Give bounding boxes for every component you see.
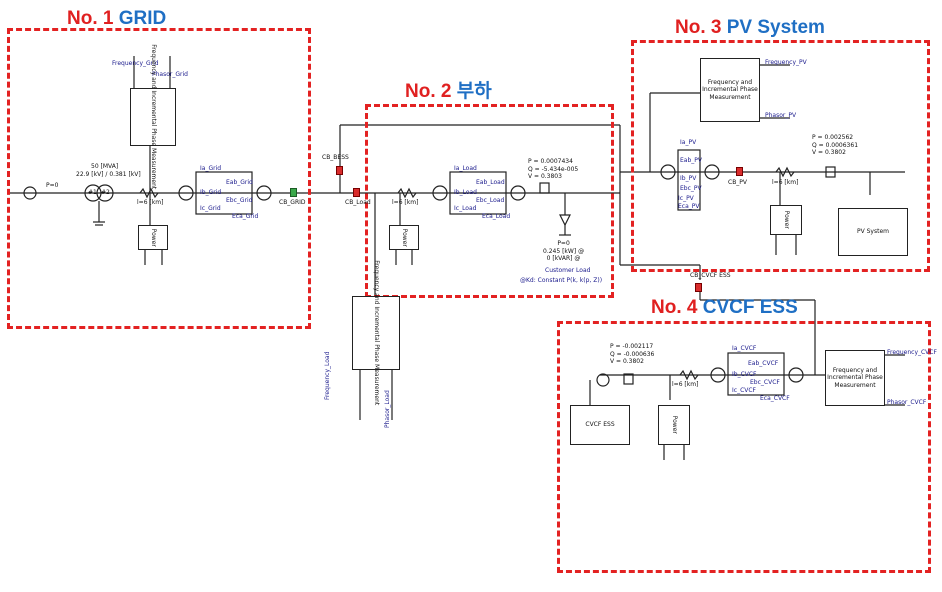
load-eab: Eab_Load [476, 179, 505, 186]
grid-measurement-block[interactable]: Frequency and Incremental Phase Measurem… [130, 45, 176, 189]
pv-phasor-label: Phasor_PV [765, 112, 797, 119]
load-pq-readout: P = 0.0007434 Q = -5.434e-005 V = 0.3803 [528, 158, 579, 180]
pv-power-block[interactable]: Power [770, 205, 802, 235]
grid-breaker[interactable] [290, 188, 297, 197]
grid-freq-meter-label: Frequency_Grid [112, 60, 159, 67]
load-breaker-label: CB_Load [345, 199, 371, 206]
grid-transformer-voltage: 22.9 [kV] / 0.381 [kV] [76, 171, 141, 178]
load-name: 부하 [456, 81, 492, 102]
load-line-label: l=6 [km] [392, 199, 419, 206]
section-ess-box [557, 321, 931, 573]
ess-power-block[interactable]: Power [658, 405, 690, 445]
load-eca: Eca_Load [482, 213, 511, 220]
load-bess-breaker[interactable] [336, 166, 343, 175]
load-bess-breaker-label: CB_BESS [322, 154, 349, 161]
ess-ib: Ib_CVCF [732, 371, 757, 378]
ess-ebc: Ebc_CVCF [750, 379, 780, 386]
pv-eab: Eab_PV [680, 157, 702, 164]
grid-name: GRID [118, 8, 167, 29]
ess-freq-meter-label: Frequency_CVCF [887, 349, 937, 356]
grid-ebc: Ebc_Grid [226, 197, 253, 204]
grid-transformer-rating: 50 [MVA] [91, 163, 119, 170]
pv-ia: Ia_PV [680, 139, 697, 146]
grid-phasor-label: Phasor_Grid [152, 71, 188, 78]
ess-ic: Ic_CVCF [732, 387, 757, 394]
ess-pq-readout: P = -0.002117 Q = -0.000636 V = 0.3802 [610, 343, 655, 365]
pv-ic: Ic_PV [678, 195, 694, 202]
pv-eca: Eca_PV [678, 203, 700, 210]
grid-eca: Eca_Grid [232, 213, 259, 220]
grid-power-block[interactable]: Power [138, 225, 168, 250]
grid-breaker-label: CB_GRID [279, 199, 306, 206]
ess-measurement-block[interactable]: Frequency and Incremental Phase Measurem… [825, 350, 885, 406]
load-number: No. 2 [405, 81, 452, 102]
pv-line-label: l=6 [km] [772, 179, 799, 186]
load-phasor-label: Phasor_Load [384, 390, 391, 428]
ess-breaker-label: CB_CVCF ESS [690, 272, 731, 279]
load-customer-label: Customer Load [545, 267, 591, 274]
grid-eab: Eab_Grid [226, 179, 253, 186]
load-ebc: Ebc_Load [476, 197, 505, 204]
load-breaker[interactable] [353, 188, 360, 197]
pv-header: No. 3 PV System [675, 18, 825, 37]
load-ib: Ib_Load [454, 189, 477, 196]
ess-name: CVCF ESS [702, 297, 798, 318]
pv-system-block[interactable]: PV System [838, 208, 908, 256]
ess-header: No. 4 CVCF ESS [651, 298, 798, 317]
grid-header: No. 1 GRID [67, 9, 166, 28]
ess-phasor-label: Phasor_CVCF [887, 399, 927, 406]
ess-eab: Eab_CVCF [748, 360, 779, 367]
pv-freq-meter-label: Frequency_PV [765, 59, 807, 66]
grid-number: No. 1 [67, 8, 114, 29]
load-rating: P=0 0.245 [kW] @ 0 [kVAR] @ [543, 240, 585, 262]
pv-breaker[interactable] [736, 167, 743, 176]
section-grid-box [7, 28, 311, 329]
section-pv-box [631, 40, 930, 272]
ess-ia: Ia_CVCF [732, 345, 757, 352]
load-header: No. 2 부하 [405, 82, 492, 101]
load-kd-label: @Kd: Constant P(k, k(p, Z)) [520, 277, 603, 284]
load-power-block[interactable]: Power [389, 225, 419, 250]
grid-winding1: #1 [88, 189, 97, 196]
pv-name: PV System [726, 17, 825, 38]
pv-ib: Ib_PV [680, 175, 697, 182]
load-ic: Ic_Load [454, 205, 477, 212]
pv-pq-readout: P = 0.002562 Q = 0.0006361 V = 0.3802 [812, 134, 859, 156]
grid-ic: Ic_Grid [200, 205, 221, 212]
grid-line-label: l=6 [km] [137, 199, 164, 206]
pv-measurement-block[interactable]: Frequency and Incremental Phase Measurem… [700, 58, 760, 122]
grid-winding2: #2 [101, 189, 110, 196]
load-freq-meter-label: Frequency_Load [324, 351, 331, 400]
ess-system-block[interactable]: CVCF ESS [570, 405, 630, 445]
grid-ia: Ia_Grid [200, 165, 222, 172]
grid-source-label: P=0 [46, 182, 59, 189]
load-measurement-block[interactable]: Frequency and Incremental Phase Measurem… [352, 261, 400, 405]
ess-number: No. 4 [651, 297, 698, 318]
ess-line-label: l=6 [km] [672, 381, 699, 388]
ess-eca: Eca_CVCF [760, 395, 790, 402]
grid-ib: Ib_Grid [200, 189, 222, 196]
pv-ebc: Ebc_PV [680, 185, 702, 192]
section-load-box [365, 104, 614, 298]
pv-breaker-label: CB_PV [728, 179, 748, 186]
pv-number: No. 3 [675, 17, 722, 38]
ess-breaker[interactable] [695, 283, 702, 292]
load-ia: Ia_Load [454, 165, 477, 172]
